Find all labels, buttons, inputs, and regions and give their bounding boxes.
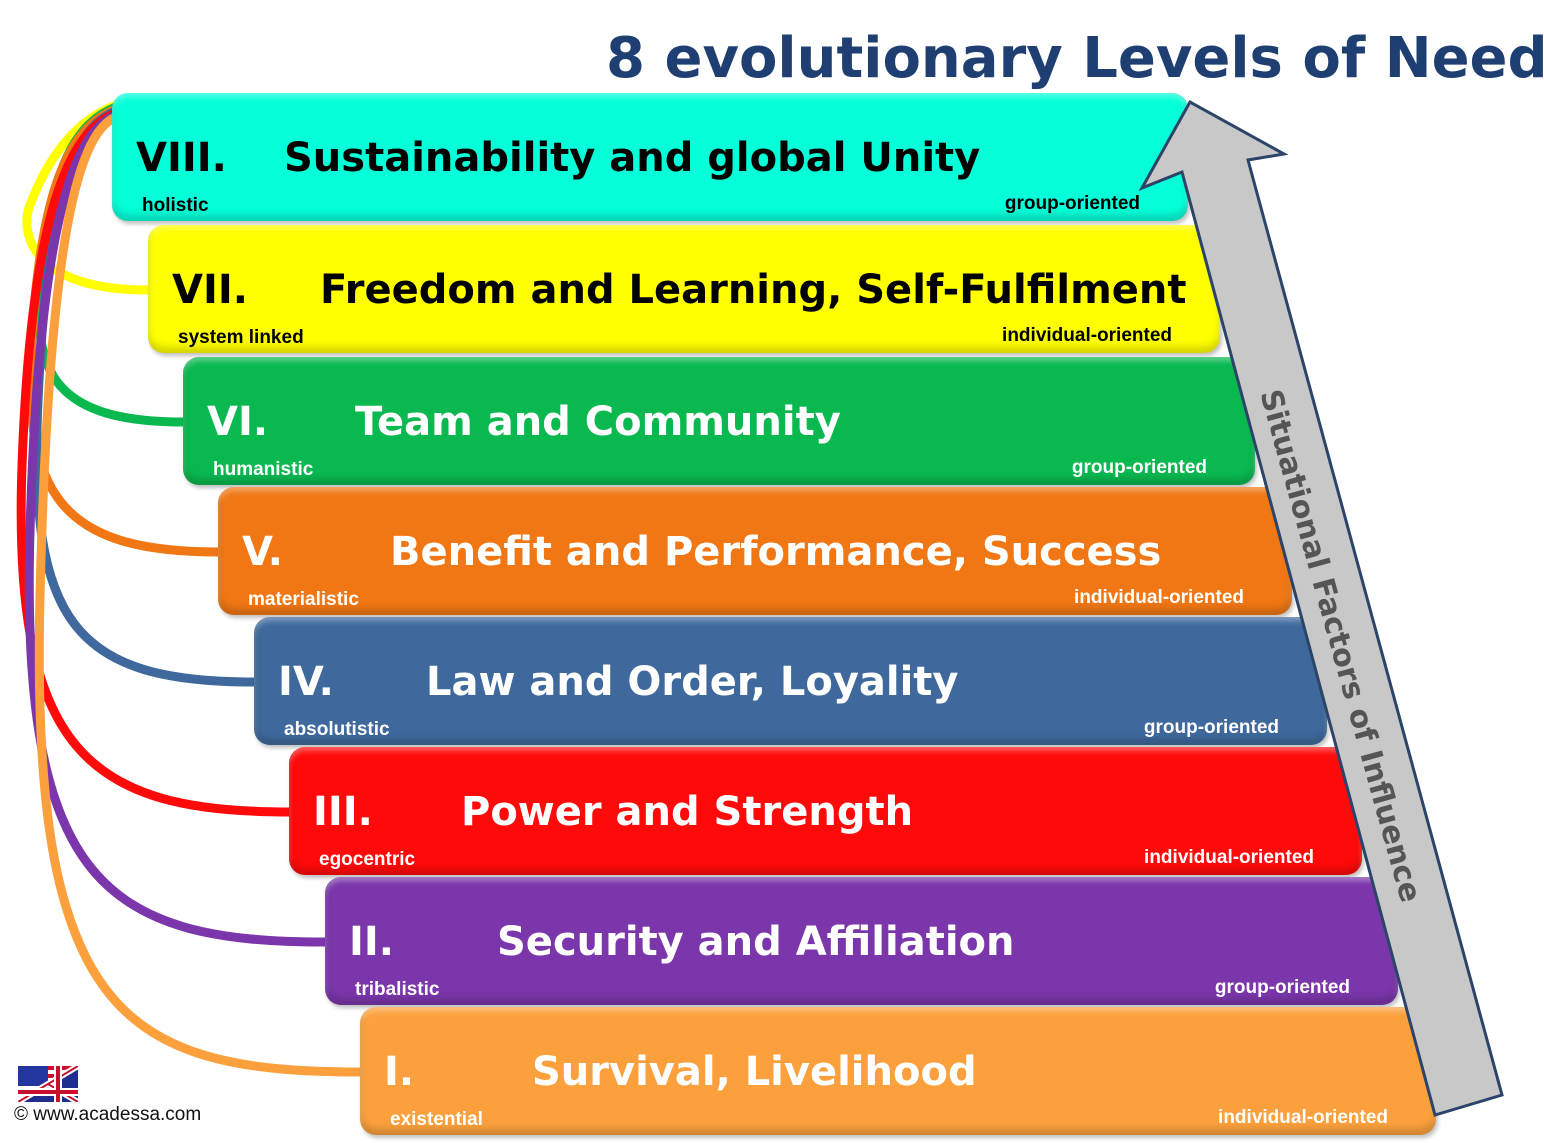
level-bar-ii: II. Security and Affiliation tribalistic… (325, 877, 1398, 1005)
arc-level-iii (16, 105, 290, 817)
level-numeral: VI. (207, 399, 269, 445)
level-numeral: I. (384, 1049, 415, 1095)
level-type: materialistic (248, 589, 359, 610)
level-title: Law and Order, Loyality (426, 659, 959, 705)
level-bar-iii: III. Power and Strength egocentric indiv… (289, 747, 1362, 875)
level-orientation: individual-oriented (1144, 847, 1314, 868)
level-numeral: III. (313, 789, 373, 835)
level-bar-v: V. Benefit and Performance, Success mate… (218, 487, 1292, 615)
level-title: Power and Strength (461, 789, 914, 835)
level-type: holistic (142, 195, 209, 216)
level-title: Freedom and Learning, Self-Fulfilment (320, 267, 1187, 313)
level-orientation: individual-oriented (1002, 325, 1172, 346)
arc-level-vii (22, 97, 149, 295)
copyright-text: © www.acadessa.com (14, 1104, 202, 1125)
level-type: humanistic (213, 459, 314, 480)
level-title: Survival, Livelihood (532, 1049, 977, 1095)
level-bar-viii: VIII. Sustainability and global Unity ho… (112, 93, 1188, 221)
level-orientation: group-oriented (1004, 193, 1140, 214)
level-title: Sustainability and global Unity (284, 135, 981, 181)
diagram-title: 8 evolutionary Levels of Needs (606, 26, 1544, 91)
level-type: absolutistic (284, 719, 390, 740)
level-orientation: group-oriented (1071, 457, 1207, 478)
level-orientation: group-oriented (1143, 717, 1279, 738)
us-uk-flag-icon[interactable] (18, 1066, 78, 1102)
level-orientation: group-oriented (1214, 977, 1350, 998)
level-numeral: VII. (172, 267, 248, 313)
level-type: egocentric (319, 849, 416, 870)
level-type: tribalistic (355, 979, 440, 1000)
level-numeral: IV. (278, 659, 334, 705)
level-numeral: V. (242, 529, 283, 575)
level-numeral: II. (349, 919, 394, 965)
level-title: Benefit and Performance, Success (390, 529, 1162, 575)
level-bar-i: I. Survival, Livelihood existential indi… (360, 1007, 1436, 1135)
arc-level-i (34, 109, 361, 1077)
level-bar-iv: IV. Law and Order, Loyality absolutistic… (254, 617, 1327, 745)
level-type: system linked (178, 327, 304, 348)
level-type: existential (390, 1109, 483, 1130)
level-numeral: VIII. (136, 135, 227, 181)
level-orientation: individual-oriented (1218, 1107, 1388, 1128)
level-title: Team and Community (355, 399, 841, 445)
level-orientation: individual-oriented (1074, 587, 1244, 608)
level-bar-vi: VI. Team and Community humanistic group-… (183, 357, 1255, 485)
level-bar-vii: VII. Freedom and Learning, Self-Fulfilme… (148, 225, 1220, 353)
level-title: Security and Affiliation (497, 919, 1015, 965)
arc-level-ii (24, 107, 326, 947)
